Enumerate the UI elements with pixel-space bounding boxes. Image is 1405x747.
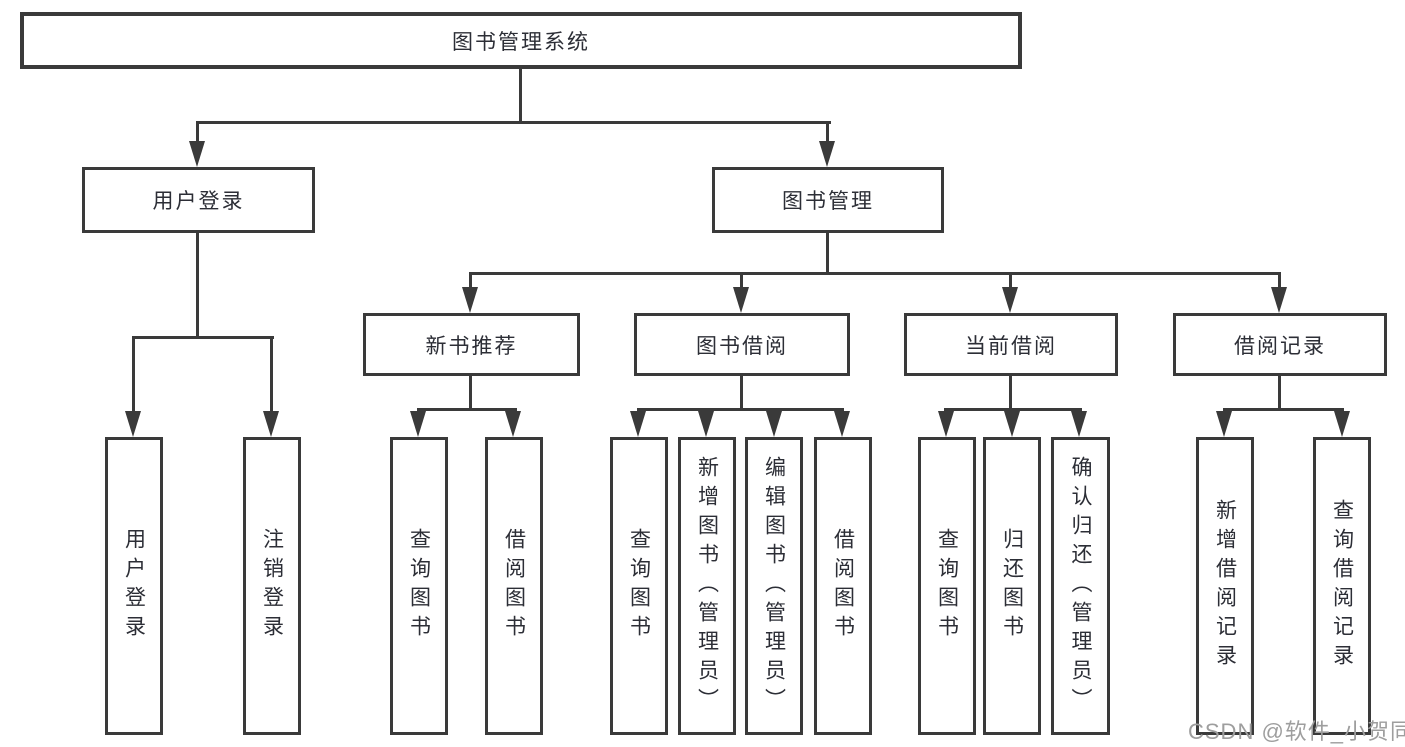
connector-line [1223,408,1344,411]
leaf-label: 查询借阅记录 [1330,499,1354,673]
leaf-label: 借阅图书 [502,528,526,644]
connector-line [469,272,472,290]
connector-line [1278,272,1281,290]
leaf-label: 归还图书 [1000,528,1024,644]
connector-line [740,376,743,411]
node-book-management: 图书管理 [712,167,944,233]
arrowhead-down-icon [1071,411,1087,437]
arrowhead-down-icon [1334,411,1350,437]
connector-line [637,408,844,411]
leaf-query-books-borrowing: 查询图书 [610,437,668,735]
connector-line [196,121,831,124]
arrowhead-down-icon [630,411,646,437]
connector-line [1009,272,1012,290]
arrowhead-down-icon [1002,287,1018,313]
leaf-label: 确认归还（管理员） [1069,455,1092,717]
leaf-label: 查询图书 [407,528,431,644]
leaf-add-books-admin: 新增图书（管理员） [678,437,736,735]
leaf-edit-books-admin: 编辑图书（管理员） [745,437,803,735]
leaf-label: 注销登录 [260,528,284,644]
leaf-label: 新增借阅记录 [1213,499,1237,673]
connector-line [417,408,517,411]
connector-line [196,121,199,145]
leaf-borrow-books-recommend: 借阅图书 [485,437,543,735]
connector-line [1009,376,1012,411]
leaf-query-books-current: 查询图书 [918,437,976,735]
connector-line [270,336,273,414]
leaf-user-login: 用户登录 [105,437,163,735]
connector-line [740,272,743,290]
arrowhead-down-icon [462,287,478,313]
arrowhead-down-icon [505,411,521,437]
node-new-book-recommendation: 新书推荐 [363,313,580,376]
leaf-label: 用户登录 [122,528,146,644]
node-root-library-management-system: 图书管理系统 [20,12,1022,69]
leaf-label: 编辑图书（管理员） [762,455,786,717]
leaf-query-books-recommend: 查询图书 [390,437,448,735]
arrowhead-down-icon [1004,411,1020,437]
node-borrowing-records: 借阅记录 [1173,313,1387,376]
connector-line [469,272,1281,275]
node-user-login: 用户登录 [82,167,315,233]
leaf-label: 新增图书（管理员） [695,455,719,717]
connector-line [944,408,1082,411]
arrowhead-down-icon [834,411,850,437]
csdn-watermark: CSDN @软件_小贺同学 [1188,719,1405,744]
leaf-logout: 注销登录 [243,437,301,735]
arrowhead-down-icon [189,141,205,167]
connector-line [519,68,522,124]
arrowhead-down-icon [1271,287,1287,313]
leaf-borrow-books-borrowing: 借阅图书 [814,437,872,735]
connector-line [826,233,829,275]
arrowhead-down-icon [263,411,279,437]
arrowhead-down-icon [766,411,782,437]
arrowhead-down-icon [410,411,426,437]
arrowhead-down-icon [733,287,749,313]
leaf-return-books: 归还图书 [983,437,1041,735]
connector-line [469,376,472,411]
leaf-label: 查询图书 [627,528,651,644]
node-book-borrowing: 图书借阅 [634,313,850,376]
node-current-borrowing: 当前借阅 [904,313,1118,376]
leaf-add-borrow-record: 新增借阅记录 [1196,437,1254,735]
connector-line [196,233,199,339]
arrowhead-down-icon [125,411,141,437]
arrowhead-down-icon [698,411,714,437]
leaf-confirm-return-admin: 确认归还（管理员） [1051,437,1110,735]
leaf-label: 查询图书 [935,528,959,644]
leaf-query-borrow-record: 查询借阅记录 [1313,437,1371,735]
connector-line [132,336,274,339]
leaf-label: 借阅图书 [831,528,855,644]
arrowhead-down-icon [819,141,835,167]
connector-line [826,121,829,145]
arrowhead-down-icon [938,411,954,437]
arrowhead-down-icon [1216,411,1232,437]
connector-line [132,336,135,414]
connector-line [1278,376,1281,411]
